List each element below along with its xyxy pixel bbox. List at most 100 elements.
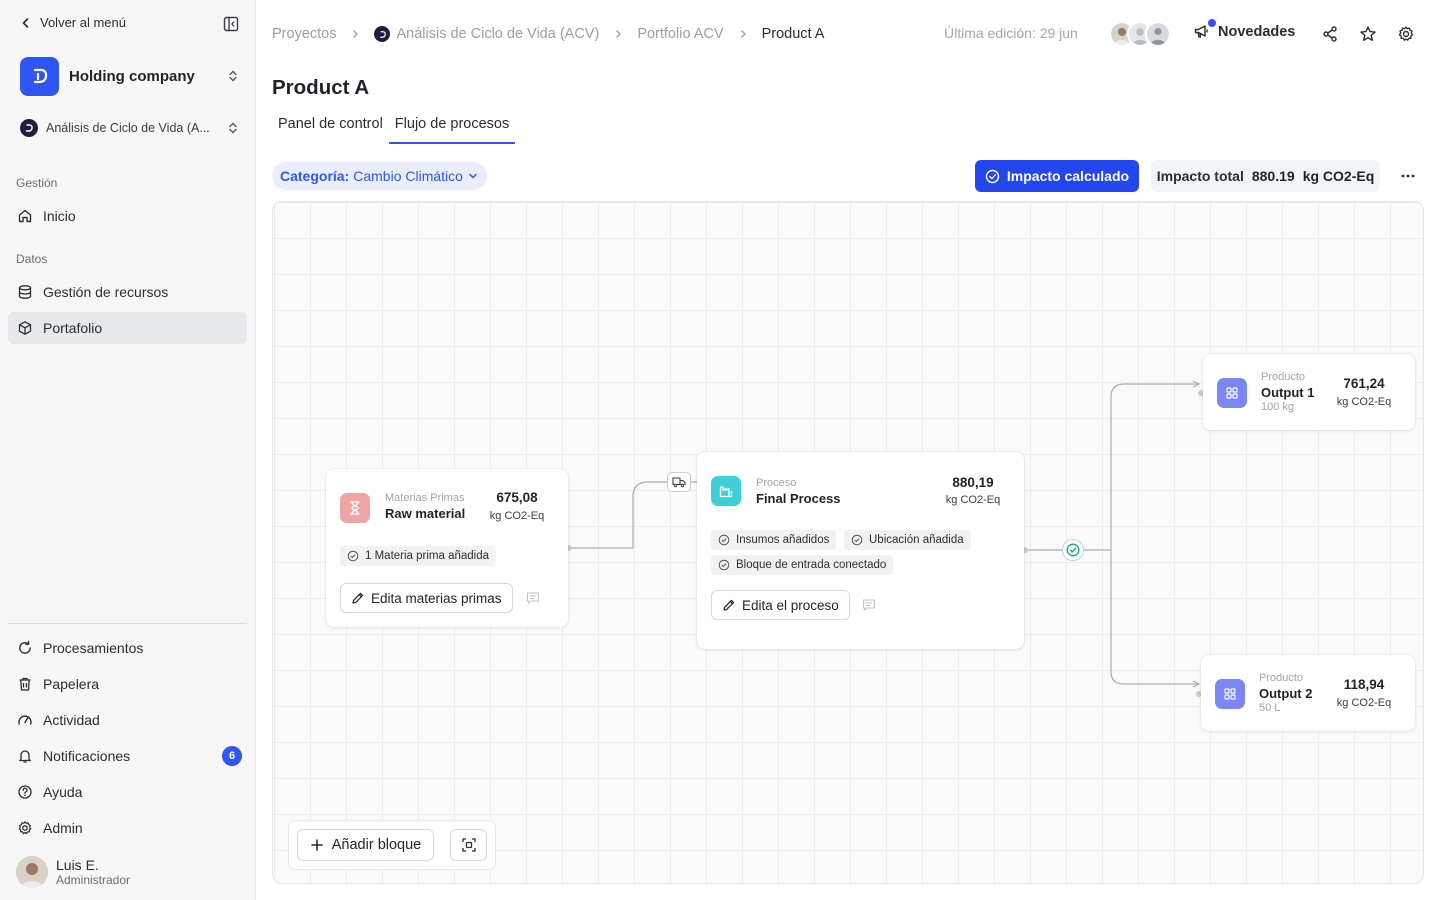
sidebar-item-portafolio[interactable]: Portafolio [8,312,247,344]
collaborator-avatars[interactable] [1109,21,1171,47]
settings-button[interactable] [1397,25,1415,43]
canvas-toolbar: Añadir bloque [288,820,496,870]
edit-process-label: Edita el proceso [742,597,839,613]
user-profile[interactable]: Luis E. Administrador [16,856,130,888]
raw-material-node[interactable]: Materias Primas Raw material 675,08 kg C… [326,469,568,627]
node-impact-value: 880,19 [952,475,994,490]
check-circle-icon [851,534,863,546]
tab-panel-de-control[interactable]: Panel de control [278,116,383,132]
share-button[interactable] [1321,25,1339,43]
breadcrumb-item-portfolio[interactable]: Portfolio ACV [637,26,723,42]
node-impact-value: 761,24 [1343,376,1385,391]
sidebar-item-label: Admin [43,820,83,836]
node-impact-unit: kg CO2-Eq [489,510,545,522]
node-name: Raw material [385,506,466,521]
megaphone-icon [1194,25,1208,38]
check-circle-icon [718,559,730,571]
process-flow-canvas[interactable]: Materias Primas Raw material 675,08 kg C… [272,201,1424,884]
breadcrumb-label: Proyectos [272,26,337,42]
collapse-sidebar-button[interactable] [222,15,240,33]
pencil-icon [723,599,735,611]
breadcrumb-label: Product A [761,26,825,42]
sidebar-item-inicio[interactable]: Inicio [8,200,247,232]
pencil-icon [352,592,364,604]
organization-switcher[interactable]: Holding company [20,56,240,96]
project-name: Análisis de Ciclo de Vida (A... [46,121,210,135]
sidebar-item-label: Portafolio [43,320,103,336]
grid-icon [1215,679,1245,709]
breadcrumb-item-proyectos[interactable]: Proyectos [272,26,336,42]
more-options-button[interactable] [1398,166,1418,186]
comment-button[interactable] [861,597,877,613]
node-kind-label: Producto [1259,672,1304,684]
news-button[interactable]: Novedades [1193,19,1296,40]
check-circle-icon [985,169,1000,183]
breadcrumb-item-acv[interactable]: Análisis de Ciclo de Vida (ACV) [374,26,599,42]
gear-icon [18,821,32,835]
sidebar-item-procesamientos[interactable]: Procesamientos [8,632,247,664]
sidebar-item-label: Procesamientos [43,640,144,656]
output-status-marker[interactable] [1062,539,1084,561]
grid-icon [1217,378,1247,408]
node-kind-label: Materias Primas [385,492,465,504]
node-impact-unit: kg CO2-Eq [945,494,1001,506]
news-label: Novedades [1218,23,1296,40]
hourglass-icon [340,493,370,523]
sidebar-divider [8,623,247,624]
comment-icon [862,599,876,611]
category-value: Cambio Climático [353,168,463,184]
refresh-icon [19,640,31,654]
share-icon [1323,26,1337,42]
sidebar-item-notificaciones[interactable]: Notificaciones 6 [8,740,247,772]
node-kind-label: Producto [1261,371,1306,383]
tab-flujo-de-procesos[interactable]: Flujo de procesos [388,110,516,144]
node-kind-label: Proceso [756,477,797,489]
sidebar-item-admin[interactable]: Admin [8,812,247,844]
node-name: Output 2 [1259,686,1313,701]
node-name: Output 1 [1261,385,1315,400]
sidebar-item-label: Actividad [43,712,100,728]
sidebar-collapse-icon [223,16,239,32]
truck-icon [672,477,686,488]
impact-calculated-button[interactable]: Impacto calculado [975,160,1139,192]
transport-marker[interactable] [667,472,691,492]
section-label-gestion: Gestión [16,176,58,190]
status-badge: Ubicación añadida [844,530,971,550]
edit-raw-materials-button[interactable]: Edita materias primas [340,583,513,613]
sidebar-item-ayuda[interactable]: Ayuda [8,776,247,808]
gear-icon [1398,26,1414,41]
product-node-output-2[interactable]: Producto Output 2 50 L 118,94 kg CO2-Eq [1201,655,1415,731]
edit-process-button[interactable]: Edita el proceso [711,590,850,620]
back-to-menu-link[interactable]: Volver al menú [20,15,126,30]
user-role: Administrador [56,873,131,887]
sidebar-item-papelera[interactable]: Papelera [8,668,247,700]
user-name: Luis E. [56,857,99,873]
product-node-output-1[interactable]: Producto Output 1 100 kg 761,24 kg CO2-E… [1203,354,1415,430]
comment-button[interactable] [525,590,541,606]
process-node[interactable]: Proceso Final Process 880,19 kg CO2-Eq I… [697,452,1024,649]
node-impact-value: 118,94 [1343,677,1385,692]
sidebar-item-actividad[interactable]: Actividad [8,704,247,736]
arrow-head [1192,380,1201,388]
chevron-right-icon [740,30,746,38]
edge-raw-to-process [569,481,697,549]
node-impact-unit: kg CO2-Eq [1336,697,1392,709]
avatar [16,856,48,888]
breadcrumb: Proyectos Análisis de Ciclo de Vida (ACV… [272,24,824,44]
add-block-button[interactable]: Añadir bloque [297,829,434,861]
factory-icon [711,476,741,506]
organization-name: Holding company [69,67,195,85]
edge-handle [1196,691,1202,697]
fit-view-button[interactable] [450,829,487,861]
category-dropdown[interactable]: Categoría: Cambio Climático [272,162,487,190]
project-switcher[interactable]: Análisis de Ciclo de Vida (A... [20,117,240,139]
chevron-right-icon [616,30,622,38]
gauge-icon [18,715,32,725]
database-icon [18,285,32,299]
impact-calculated-label: Impacto calculado [1006,168,1130,184]
status-badge-label: Bloque de entrada conectado [736,559,887,571]
sidebar-item-recursos[interactable]: Gestión de recursos [8,276,247,308]
star-icon [1360,26,1376,41]
favorite-button[interactable] [1359,25,1377,43]
status-badge: Bloque de entrada conectado [711,555,894,575]
